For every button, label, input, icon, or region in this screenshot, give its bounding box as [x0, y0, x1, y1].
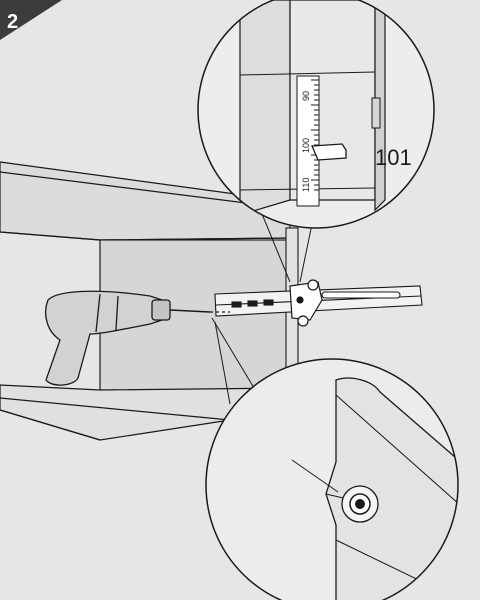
leader-lines	[211, 213, 313, 405]
step-number: 2	[7, 11, 18, 33]
ruler-label-90: 90	[301, 91, 311, 101]
ruler-label-110: 110	[301, 178, 311, 192]
magnifier-bottom	[205, 358, 459, 600]
rail-bracket	[289, 279, 323, 327]
step-badge: 2	[0, 0, 62, 40]
magnifier-top: 90 100 110 101	[197, 0, 435, 229]
drill-icon	[45, 290, 230, 386]
measurement-reading: 101	[375, 145, 412, 170]
ruler-pointer	[311, 143, 347, 161]
lower-shelf	[0, 384, 291, 441]
ruler-label-100: 100	[301, 138, 311, 153]
